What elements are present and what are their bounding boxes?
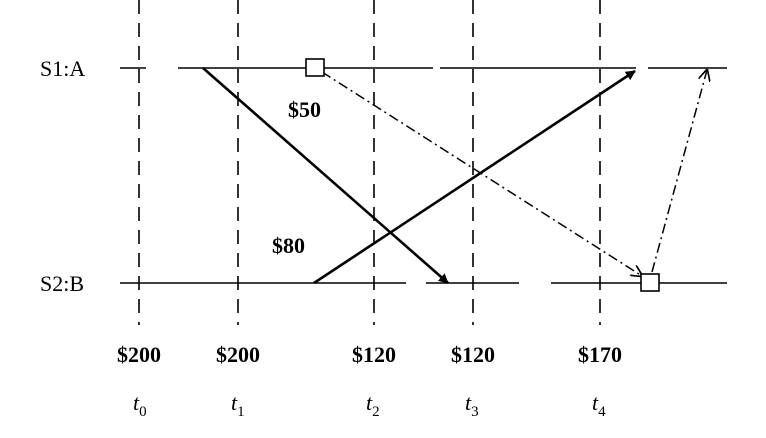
cut-lines [138,0,601,325]
balance-label-t4: $170 [578,342,622,367]
label-gap-80 [270,232,322,260]
time-label-t4: t4 [592,390,606,420]
marker-arrow-s1-to-s2 [321,71,642,276]
balance-label-t3: $120 [451,342,495,367]
snapshot-box-s2 [640,273,660,292]
balance-label-t1: $200 [216,342,260,367]
message-label-80: $80 [272,233,305,258]
process-label-s1: S1:A [40,56,85,81]
time-label-t2: t2 [366,390,380,420]
balance-labels: $200 $200 $120 $120 $170 [117,342,622,367]
time-label-t1: t1 [231,390,245,420]
balance-label-t0: $200 [117,342,161,367]
marker-arrow-s2-to-s1 [651,70,707,273]
balance-label-t2: $120 [352,342,396,367]
time-label-t3: t3 [465,390,479,420]
time-label-t0: t0 [133,390,147,420]
message-arrow-80 [313,69,636,285]
process-timelines [120,67,727,284]
message-label-50: $50 [288,97,321,122]
time-labels: t0 t1 t2 t3 t4 [133,390,606,420]
label-gap-50 [286,92,338,120]
message-arrow-50 [202,67,449,284]
process-label-s2: S2:B [40,271,84,296]
snapshot-box-s1 [305,58,325,77]
